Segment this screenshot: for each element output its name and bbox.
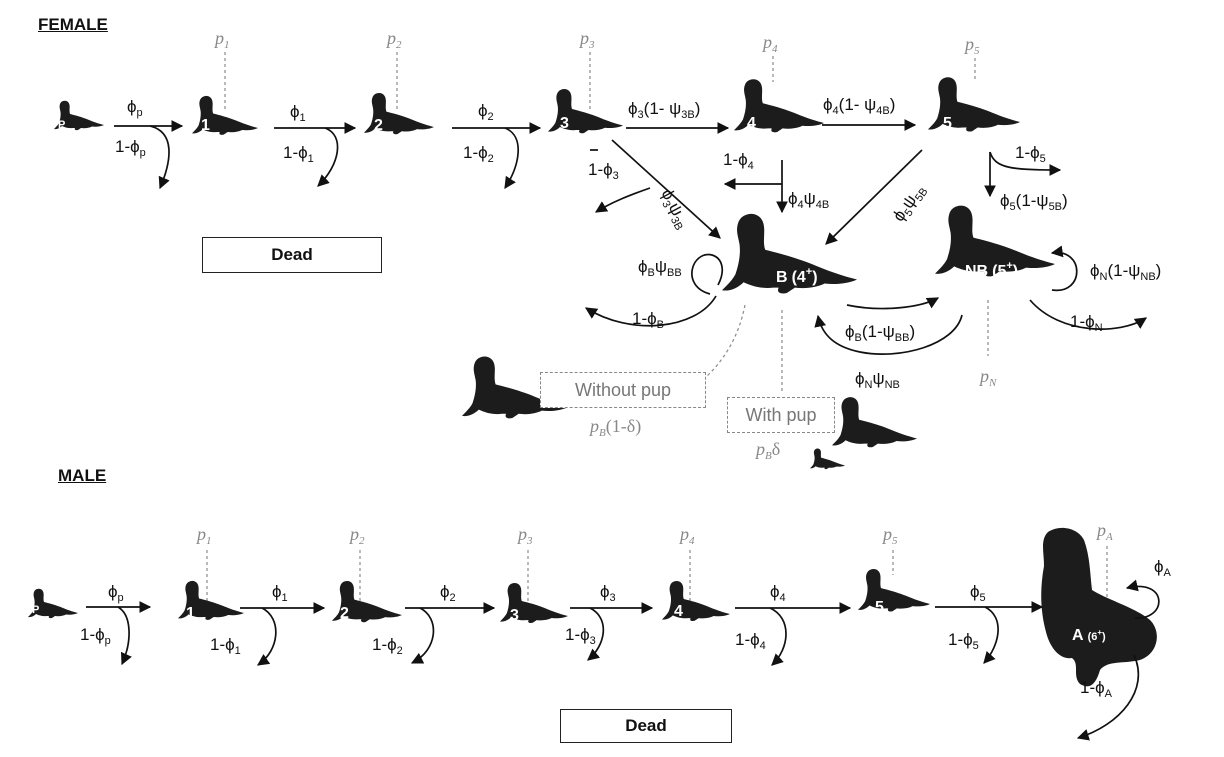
female-breeder-node: B(4+)	[722, 213, 857, 294]
svg-text:1-ϕN: 1-ϕN	[1070, 312, 1103, 334]
svg-text:p1: p1	[213, 28, 230, 51]
svg-text:B(4+): B(4+)	[776, 266, 818, 286]
male-transition-labels: ϕp 1-ϕp ϕ1 1-ϕ1 ϕ2 1-ϕ2 ϕ3 1-ϕ3 ϕ4 1-ϕ4 …	[80, 557, 1172, 700]
svg-text:2: 2	[340, 605, 349, 622]
svg-text:ϕA: ϕA	[1154, 557, 1172, 579]
svg-text:1-ϕ1: 1-ϕ1	[283, 143, 314, 165]
with-pup-box: With pup	[727, 397, 835, 433]
svg-text:2: 2	[374, 117, 383, 134]
svg-text:ϕ2: ϕ2	[440, 582, 456, 604]
with-pup-label: With pup	[745, 404, 817, 425]
svg-text:P: P	[58, 119, 65, 131]
male-stage-4: 4	[662, 580, 730, 622]
svg-text:ϕ3: ϕ3	[600, 582, 616, 604]
svg-text:1-ϕ2: 1-ϕ2	[463, 143, 494, 165]
svg-text:p2: p2	[348, 524, 365, 547]
male-stage-1: 1	[178, 580, 244, 622]
svg-text:1-ϕp: 1-ϕp	[115, 137, 146, 159]
svg-text:NB(5+): NB(5+)	[965, 260, 1018, 280]
female-arrows	[114, 119, 1147, 355]
svg-text:ϕBψBB: ϕBψBB	[638, 257, 682, 279]
svg-text:1-ϕ3: 1-ϕ3	[565, 625, 596, 647]
male-dead-label: Dead	[625, 716, 667, 735]
svg-text:p3: p3	[516, 524, 533, 547]
svg-text:1-ϕB: 1-ϕB	[632, 309, 664, 331]
female-stage-4: 4	[734, 79, 824, 133]
svg-text:P: P	[32, 604, 39, 616]
female-nonbreeder-node: NB(5+)	[935, 205, 1055, 280]
svg-text:1-ϕ1: 1-ϕ1	[210, 635, 241, 657]
svg-text:ϕ1: ϕ1	[272, 582, 288, 604]
svg-text:4: 4	[747, 115, 756, 132]
svg-text:5: 5	[943, 115, 952, 132]
svg-text:1-ϕ3: 1-ϕ3	[588, 160, 619, 182]
svg-text:ϕ4: ϕ4	[770, 582, 786, 604]
male-section-title: MALE	[58, 466, 107, 485]
female-stage-p: P	[54, 100, 104, 131]
svg-text:ϕ4(1- ψ4B): ϕ4(1- ψ4B)	[823, 95, 895, 117]
male-stage-5: 5	[858, 569, 930, 616]
svg-text:p1: p1	[195, 524, 212, 547]
svg-text:ϕ5ψ5B: ϕ5ψ5B	[889, 180, 931, 226]
male-adult-node: A(6+)	[1041, 527, 1157, 687]
svg-text:pA: pA	[1095, 520, 1113, 543]
female-dead-box: Dead	[202, 237, 382, 273]
without-pup-box: Without pup	[540, 372, 706, 408]
female-stage-3: 3	[548, 89, 623, 134]
svg-text:p4: p4	[678, 524, 695, 547]
svg-text:1-ϕ5: 1-ϕ5	[948, 630, 979, 652]
svg-text:1-ϕ5: 1-ϕ5	[1015, 143, 1046, 165]
female-section-title: Female	[38, 15, 108, 34]
male-dead-box: Dead	[560, 709, 732, 743]
svg-text:ϕ2: ϕ2	[478, 101, 494, 123]
male-detections: p1 p2 p3 p4 p5 pA	[195, 520, 1113, 605]
without-pup-label: Without pup	[574, 379, 672, 400]
svg-text:p4: p4	[761, 32, 778, 55]
svg-text:A(6+): A(6+)	[1072, 627, 1106, 644]
male-stage-3: 3	[500, 582, 568, 624]
svg-text:ϕB(1-ψBB): ϕB(1-ψBB)	[845, 322, 915, 344]
female-detections: p1 p2 p3 p4 p5 pN	[213, 28, 997, 392]
male-stage-2: 2	[332, 580, 402, 623]
svg-text:1-ϕ4: 1-ϕ4	[723, 150, 754, 172]
svg-text:ϕ5(1-ψ5B): ϕ5(1-ψ5B)	[1000, 191, 1068, 213]
svg-text:1: 1	[201, 117, 210, 134]
svg-text:ϕ4ψ4B: ϕ4ψ4B	[788, 189, 829, 211]
female-stage-1: 1	[192, 95, 258, 135]
svg-text:1: 1	[186, 605, 195, 622]
svg-text:ϕp: ϕp	[108, 582, 124, 604]
svg-text:4: 4	[674, 603, 683, 620]
svg-text:pN: pN	[978, 366, 997, 389]
male-stage-p: P	[28, 588, 78, 619]
svg-text:p2: p2	[385, 28, 402, 51]
svg-text:1-ϕA: 1-ϕA	[1080, 678, 1113, 700]
svg-text:p5: p5	[963, 34, 980, 57]
svg-text:ϕ5: ϕ5	[970, 582, 986, 604]
svg-text:p5: p5	[881, 524, 898, 547]
female-dead-label: Dead	[271, 245, 313, 264]
svg-text:ϕ1: ϕ1	[290, 102, 306, 124]
svg-text:3: 3	[510, 607, 519, 624]
female-stage-2: 2	[364, 92, 434, 135]
svg-text:pBδ: pBδ	[754, 439, 780, 462]
svg-text:3: 3	[560, 115, 569, 132]
male-arrows	[86, 579, 1160, 741]
svg-text:ϕNψNB: ϕNψNB	[855, 369, 900, 391]
female-stage-5: 5	[928, 77, 1020, 132]
svg-text:1-ϕ4: 1-ϕ4	[735, 630, 766, 652]
svg-text:5: 5	[875, 599, 884, 616]
svg-text:ϕp: ϕp	[127, 97, 143, 119]
svg-text:1-ϕ2: 1-ϕ2	[372, 635, 403, 657]
svg-text:pB(1-δ): pB(1-δ)	[588, 416, 641, 439]
svg-text:ϕ3(1- ψ3B): ϕ3(1- ψ3B)	[628, 99, 700, 121]
svg-text:p3: p3	[578, 28, 595, 51]
svg-text:1-ϕp: 1-ϕp	[80, 625, 111, 647]
svg-text:ϕN(1-ψNB): ϕN(1-ψNB)	[1090, 261, 1161, 283]
